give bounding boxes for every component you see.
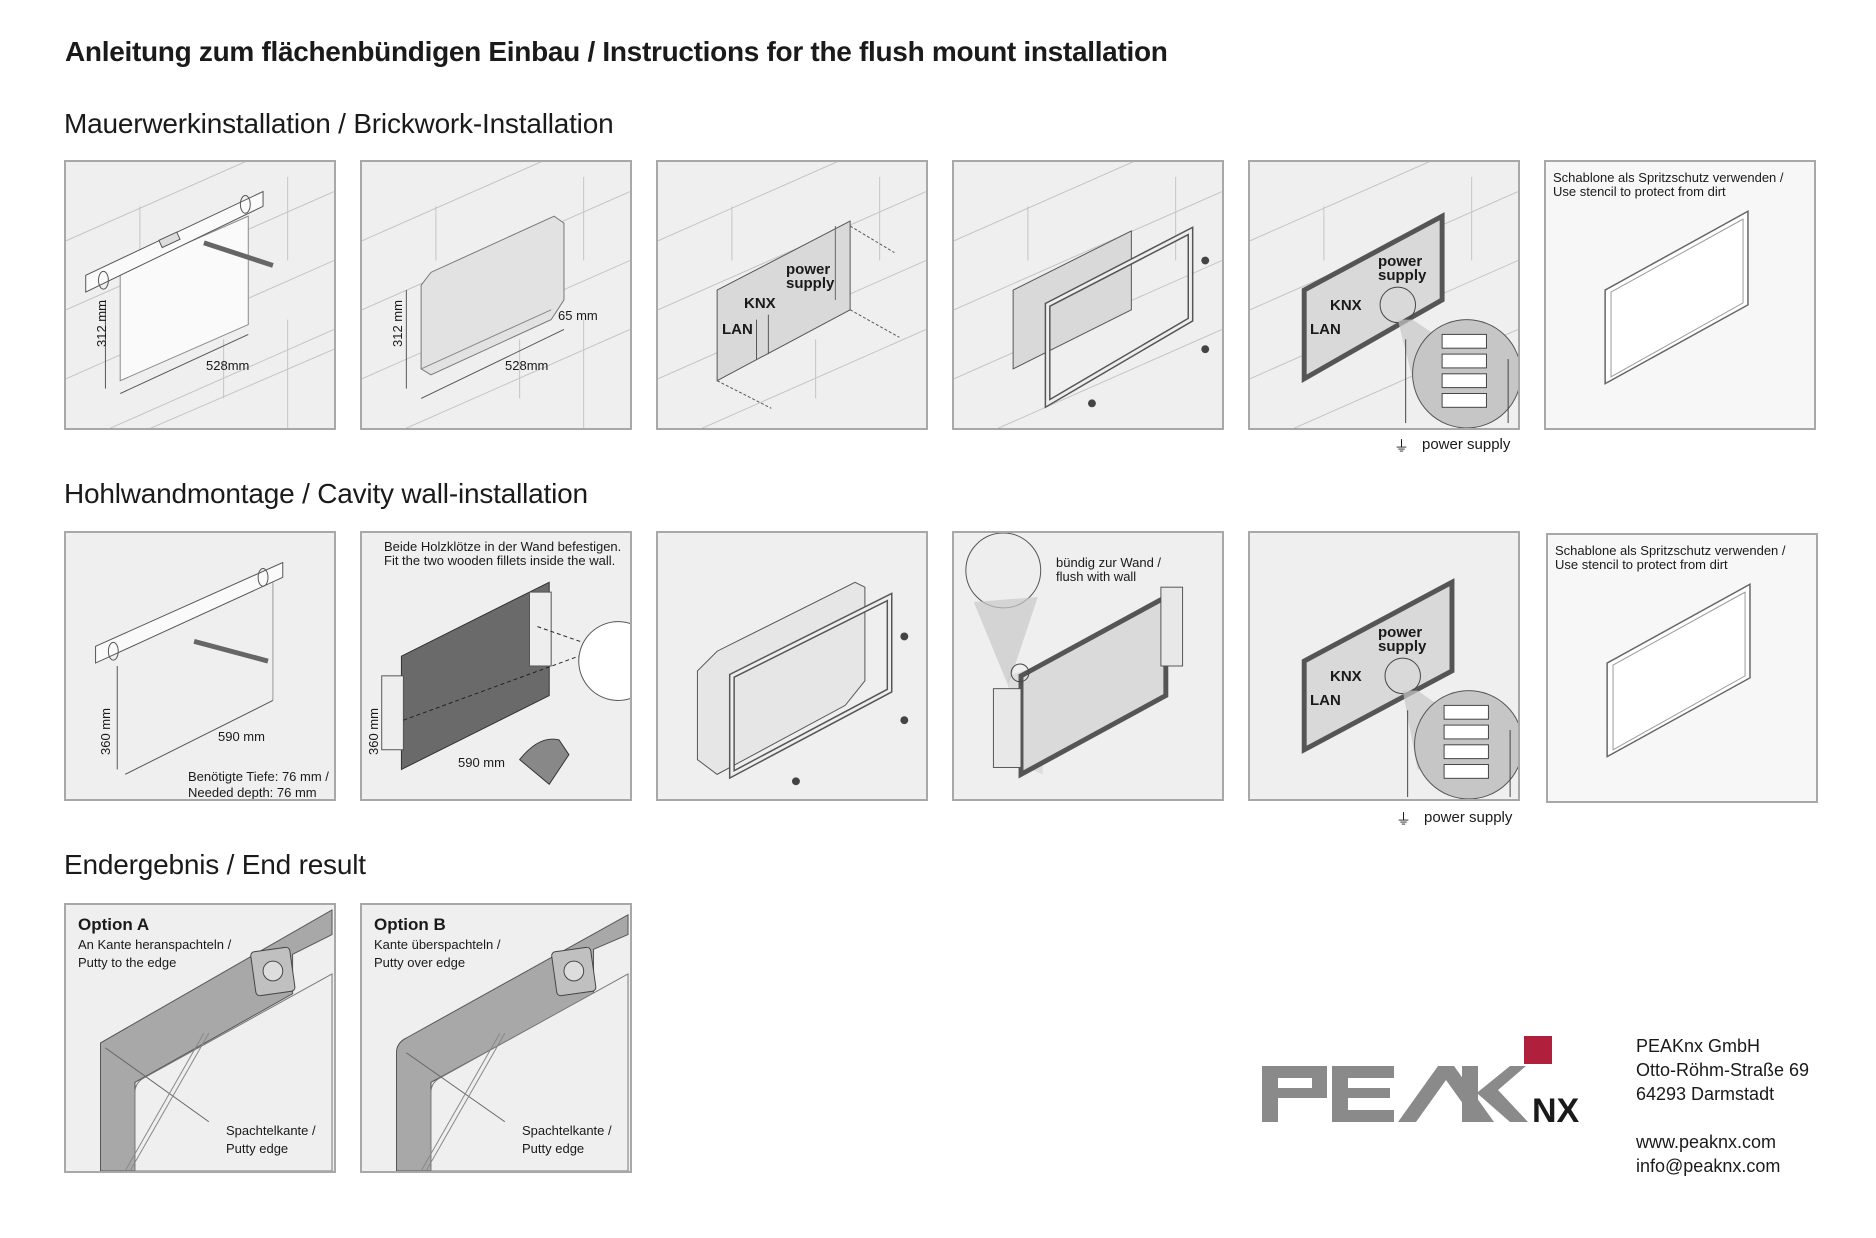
result-option-a-panel: Option A An Kante heranspachteln / Putty… <box>64 903 336 1173</box>
wall-cutout-illustration <box>362 162 630 428</box>
label-power: power <box>786 261 831 278</box>
fillet-note-en: Fit the two wooden fillets inside the wa… <box>384 553 616 568</box>
ground-symbol-icon: ⏚ <box>1396 811 1412 828</box>
putty-to-edge-illustration <box>100 909 333 1171</box>
section-heading-result: Endergebnis / End result <box>64 849 366 880</box>
box-insert-illustration <box>658 162 926 428</box>
brickwork-step-5-panel: power supply KNX LAN <box>1248 160 1520 430</box>
stencil-illustration <box>1606 583 1751 758</box>
company-address: PEAKnx GmbH Otto-Röhm-Straße 69 64293 Da… <box>1636 1034 1809 1178</box>
section-heading-brickwork: Mauerwerkinstallation / Brickwork-Instal… <box>64 108 614 139</box>
section-heading-cavity: Hohlwandmontage / Cavity wall-installati… <box>64 478 588 509</box>
cavity-wiring-illustration <box>1301 578 1518 799</box>
cavity-step-5-panel: power supply KNX LAN <box>1248 531 1520 801</box>
cavity-step-4-panel: bündig zur Wand / flush with wall <box>952 531 1224 801</box>
document-title: Anleitung zum flächenbündigen Einbau / I… <box>65 36 1168 67</box>
company-name: PEAKnx GmbH <box>1636 1036 1761 1056</box>
putty-edge-label-de: Spachtelkante / <box>522 1123 612 1138</box>
stencil-note-en: Use stencil to protect from dirt <box>1555 557 1728 572</box>
dimension-height: 312 mm <box>390 300 405 347</box>
power-supply-legend: power supply <box>1424 809 1513 826</box>
option-b-title: Option B <box>374 915 446 934</box>
flush-frame-illustration <box>965 533 1184 779</box>
company-website-link[interactable]: www.peaknx.com <box>1636 1132 1777 1152</box>
label-supply: supply <box>1378 267 1427 284</box>
logo-nx-text: NX <box>1532 1092 1580 1126</box>
brickwork-step-4-panel <box>952 160 1224 430</box>
dimension-width: 590 mm <box>218 729 265 744</box>
wiring-illustration <box>1250 162 1518 428</box>
label-lan: LAN <box>1310 692 1341 709</box>
putty-edge-label-en: Putty edge <box>522 1141 585 1156</box>
wall-marking-illustration <box>66 162 334 428</box>
putty-over-edge-illustration <box>396 914 629 1171</box>
putty-edge-label-en: Putty edge <box>226 1141 289 1156</box>
brickwork-step-3-panel: power supply KNX LAN <box>656 160 928 430</box>
dimension-height: 360 mm <box>98 708 113 755</box>
needed-depth-de: Benötigte Tiefe: 76 mm / <box>188 769 329 784</box>
label-knx: KNX <box>1330 668 1362 685</box>
cavity-step-3-panel <box>656 531 928 801</box>
label-knx: KNX <box>744 295 776 312</box>
logo-peak-letters <box>1262 1066 1528 1122</box>
option-b-desc-de: Kante überspachteln / <box>374 937 501 952</box>
result-option-b-panel: Option B Kante überspachteln / Putty ove… <box>360 903 632 1173</box>
needed-depth-en: Needed depth: 76 mm <box>188 785 317 800</box>
frame-mount-illustration <box>954 162 1222 428</box>
putty-edge-label-de: Spachtelkante / <box>226 1123 316 1138</box>
stencil-note-en: Use stencil to protect from dirt <box>1553 184 1726 199</box>
label-supply: supply <box>786 275 835 292</box>
option-a-desc-de: An Kante heranspachteln / <box>78 937 232 952</box>
flush-note-de: bündig zur Wand / <box>1056 555 1162 570</box>
brickwork-step-1-panel: 312 mm 528mm <box>64 160 336 430</box>
cavity-step-6-panel: Schablone als Spritzschutz verwenden / U… <box>1546 533 1818 803</box>
dimension-width: 528mm <box>505 358 549 373</box>
brickwork-step-2-panel: 312 mm 528mm 65 mm <box>360 160 632 430</box>
option-a-title: Option A <box>78 915 150 934</box>
ground-symbol-icon: ⏚ <box>1394 438 1410 455</box>
dimension-depth: 65 mm <box>558 308 598 323</box>
cavity-step-2-panel: Beide Holzklötze in der Wand befestigen.… <box>360 531 632 801</box>
cavity-step-1-panel: 360 mm 590 mm Benötigte Tiefe: 76 mm / N… <box>64 531 336 801</box>
label-knx: KNX <box>1330 297 1362 314</box>
dimension-height: 312 mm <box>94 300 109 347</box>
flush-note-en: flush with wall <box>1056 569 1137 584</box>
option-b-desc-en: Putty over edge <box>374 955 466 970</box>
stencil-illustration <box>1604 210 1749 385</box>
label-supply: supply <box>1378 638 1427 655</box>
fillet-note-de: Beide Holzklötze in der Wand befestigen. <box>384 539 622 554</box>
company-street: Otto-Röhm-Straße 69 <box>1636 1060 1810 1080</box>
label-lan: LAN <box>722 321 753 338</box>
dimension-width: 528mm <box>206 358 250 373</box>
peaknx-logo: NX <box>1262 1036 1592 1130</box>
stencil-note-de: Schablone als Spritzschutz verwenden / <box>1555 543 1786 558</box>
label-power: power <box>1378 624 1423 641</box>
wooden-fillets-illustration <box>381 581 630 785</box>
company-city: 64293 Darmstadt <box>1636 1084 1775 1104</box>
company-email-link[interactable]: info@peaknx.com <box>1636 1156 1781 1176</box>
stencil-note-de: Schablone als Spritzschutz verwenden / <box>1553 170 1784 185</box>
dimension-height: 360 mm <box>366 708 381 755</box>
option-a-desc-en: Putty to the edge <box>78 955 177 970</box>
cavity-marking-illustration <box>95 561 284 775</box>
label-lan: LAN <box>1310 321 1341 338</box>
logo-accent-square <box>1524 1036 1552 1064</box>
brickwork-step-6-panel: Schablone als Spritzschutz verwenden / U… <box>1544 160 1816 430</box>
dimension-width: 590 mm <box>458 755 505 770</box>
label-power: power <box>1378 253 1423 270</box>
cavity-box-illustration <box>696 581 909 786</box>
power-supply-legend: power supply <box>1422 436 1511 453</box>
